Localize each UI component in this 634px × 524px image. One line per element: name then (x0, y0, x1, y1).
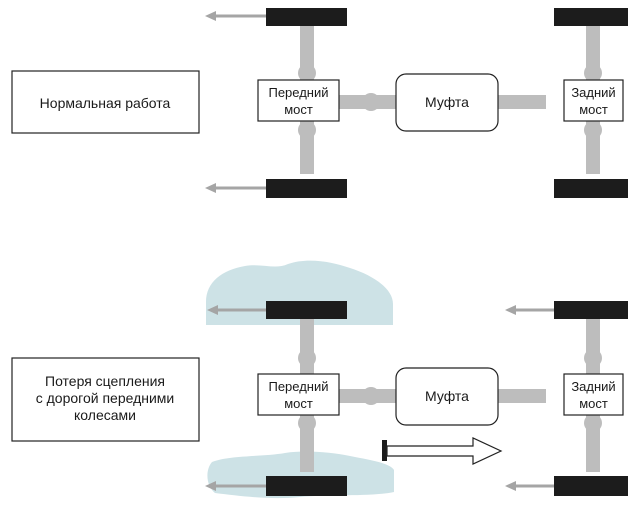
caption-box-loss (11, 357, 200, 442)
front-axle-loss-label-line-2: мост (284, 396, 313, 411)
scenario-traction-loss: Потеря сцепления с дорогой передними кол… (11, 260, 628, 499)
rear-axle-box-normal (563, 79, 624, 122)
coupling-box-normal (395, 73, 499, 132)
coupling-label-loss: Муфта (425, 388, 469, 404)
traction-arrow-front-right-loss (205, 481, 266, 491)
caption-box-normal (11, 70, 200, 134)
torque-transfer-arrow (382, 437, 503, 465)
scenario-normal: Нормальная работа Передний (11, 8, 628, 198)
wheel-rear-right-loss (554, 476, 628, 496)
front-axle-box-loss (257, 373, 340, 416)
caption-normal-line-1: Нормальная работа (40, 95, 171, 111)
front-axle-box-normal (257, 79, 340, 122)
traction-arrow-front-right (205, 183, 266, 193)
traction-arrow-front-left (205, 11, 266, 21)
rear-axle-loss-label-line-1: Задний (571, 379, 615, 394)
wheel-front-right (266, 179, 347, 198)
rear-axle-box-loss (563, 373, 624, 416)
rear-axle-loss-label-line-2: мост (579, 396, 608, 411)
wheel-front-left (266, 8, 347, 26)
wheel-rear-left-loss (554, 301, 628, 319)
wheel-front-right-loss (266, 476, 347, 496)
front-axle-loss-label-line-1: Передний (268, 379, 328, 394)
traction-arrow-rear-right-loss (505, 481, 554, 491)
caption-loss-line-2: с дорогой передними (36, 390, 175, 406)
rear-axle-label-line-1: Задний (571, 85, 615, 100)
front-axle-label-line-1: Передний (268, 85, 328, 100)
traction-arrow-rear-left-loss (505, 305, 554, 315)
rear-axle-label-line-2: мост (579, 102, 608, 117)
caption-loss-line-3: колесами (74, 407, 136, 423)
wheel-rear-left (554, 8, 628, 26)
caption-loss-line-1: Потеря сцепления (45, 373, 165, 389)
coupling-label-normal: Муфта (425, 94, 469, 110)
front-axle-label-line-2: мост (284, 102, 313, 117)
traction-arrow-front-left-loss (207, 305, 266, 315)
coupling-box-loss (395, 367, 499, 426)
wheel-rear-right (554, 179, 628, 198)
wheel-front-left-loss (266, 301, 347, 319)
